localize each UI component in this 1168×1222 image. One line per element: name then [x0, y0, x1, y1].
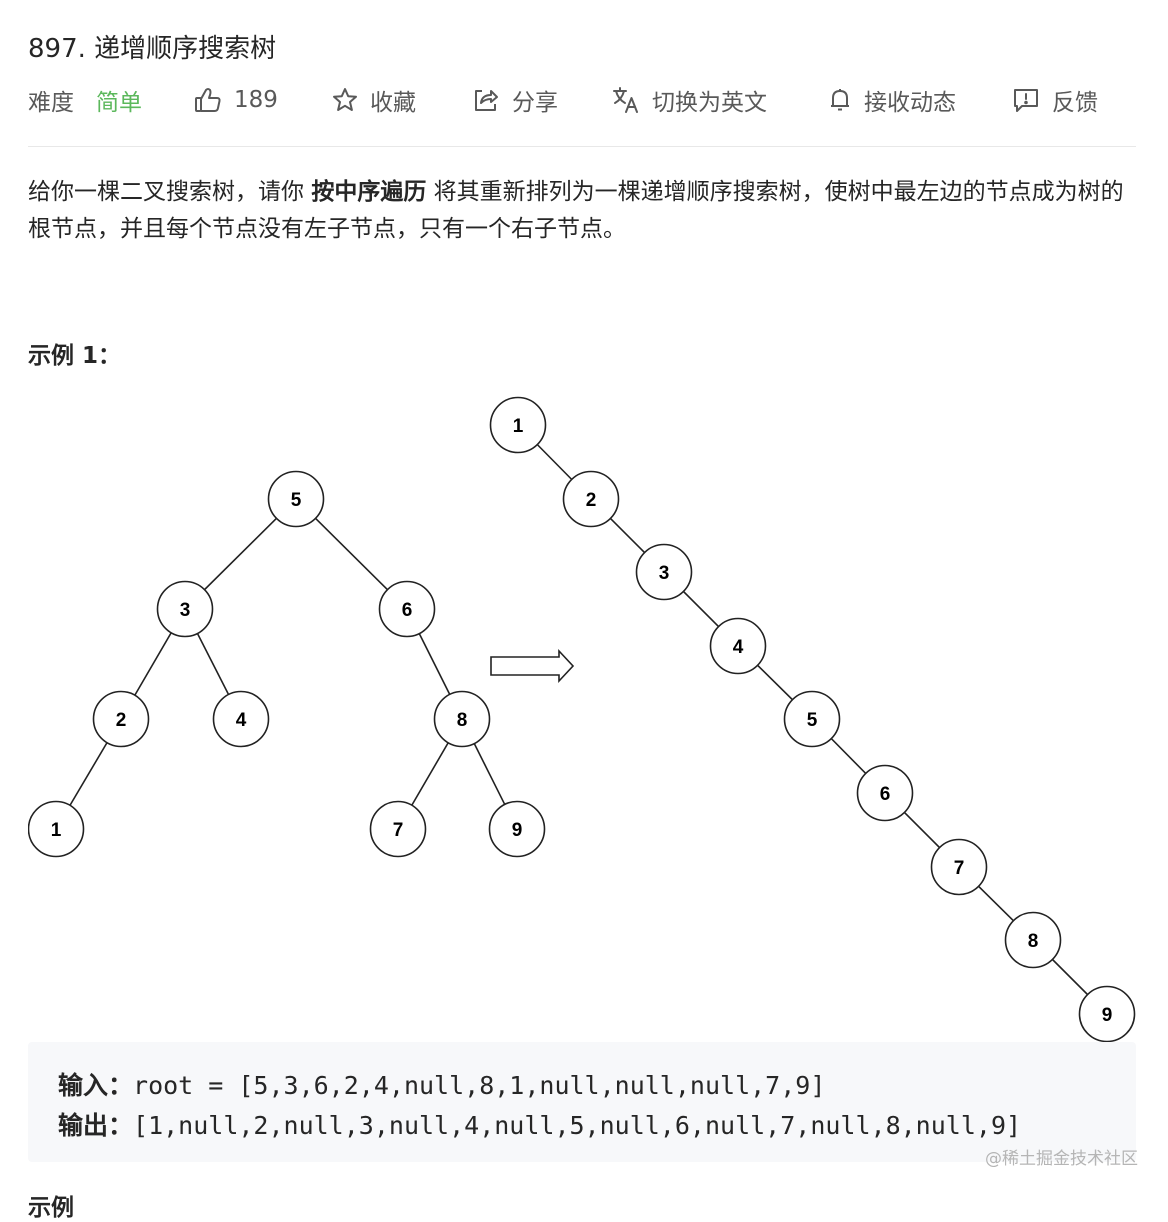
tree-node: 1: [489, 396, 547, 454]
svg-text:6: 6: [402, 600, 413, 621]
bell-icon: [828, 87, 852, 113]
difficulty: 难度 简单: [28, 84, 142, 116]
problem-title: 897. 递增顺序搜索树: [28, 34, 277, 64]
switch-language-button[interactable]: 切换为英文: [612, 84, 767, 116]
svg-text:7: 7: [393, 820, 404, 841]
feedback-icon: [1012, 87, 1040, 113]
output-label: 输出：: [58, 1111, 134, 1140]
like-button[interactable]: 189: [194, 84, 278, 116]
tree-node: 2: [562, 470, 620, 528]
example-title: 示例 1：: [28, 343, 122, 369]
svg-text:9: 9: [1102, 1005, 1113, 1026]
problem-description: 给你一棵二叉搜索树，请你 按中序遍历 将其重新排列为一棵递增顺序搜索树，使树中最…: [28, 174, 1138, 248]
input-label: 输入：: [58, 1071, 134, 1100]
svg-text:2: 2: [586, 490, 597, 511]
tree-node: 4: [212, 690, 270, 748]
subscribe-label: 接收动态: [864, 90, 956, 116]
switch-language-label: 切换为英文: [652, 90, 767, 116]
tree-before-edges: [55, 498, 518, 830]
svg-text:8: 8: [1028, 931, 1039, 952]
tree-node: 7: [930, 838, 988, 896]
svg-text:8: 8: [457, 710, 468, 731]
watermark: @稀土掘金技术社区: [985, 1149, 1138, 1169]
difficulty-label: 难度: [28, 90, 74, 116]
description-bold: 按中序遍历: [311, 179, 427, 205]
svg-text:7: 7: [954, 858, 965, 879]
example-diagram: 5 3 6 2 4 8 1 7 9 1 2 3 4 5 6 7 8 9: [28, 396, 1136, 1043]
tree-node: 1: [28, 800, 85, 858]
output-value: [1,null,2,null,3,null,4,null,5,null,6,nu…: [133, 1111, 1022, 1140]
share-icon: [472, 87, 500, 113]
svg-text:9: 9: [512, 820, 523, 841]
tree-node: 6: [856, 764, 914, 822]
description-text-part1: 给你一棵二叉搜索树，请你: [28, 179, 312, 205]
share-label: 分享: [512, 90, 558, 116]
example-input: 输入：root = [5,3,6,2,4,null,8,1,null,null,…: [58, 1066, 825, 1102]
svg-text:3: 3: [659, 563, 670, 584]
svg-text:1: 1: [513, 416, 524, 437]
tree-node: 9: [1078, 985, 1136, 1043]
tree-node: 5: [783, 690, 841, 748]
feedback-button[interactable]: 反馈: [1012, 84, 1098, 116]
example-io-block: 输入：root = [5,3,6,2,4,null,8,1,null,null,…: [28, 1042, 1136, 1162]
subscribe-button[interactable]: 接收动态: [828, 84, 956, 116]
svg-text:6: 6: [880, 784, 891, 805]
tree-node: 6: [378, 580, 436, 638]
transform-arrow-icon: [490, 648, 575, 684]
svg-text:5: 5: [291, 490, 302, 511]
svg-text:5: 5: [807, 710, 818, 731]
translate-icon: [612, 86, 640, 114]
tree-node: 3: [635, 543, 693, 601]
tree-before: 5 3 6 2 4 8 1 7 9: [28, 470, 546, 858]
tree-node: 7: [369, 800, 427, 858]
difficulty-value: 简单: [96, 90, 142, 116]
svg-text:3: 3: [180, 600, 191, 621]
tree-node: 3: [156, 580, 214, 638]
tree-node: 5: [267, 470, 325, 528]
favorite-label: 收藏: [370, 90, 416, 116]
tree-node: 8: [1004, 911, 1062, 969]
divider: [28, 146, 1136, 147]
problem-meta-bar: 难度 简单 189 收藏: [28, 84, 1136, 116]
svg-text:2: 2: [116, 710, 127, 731]
example-output: 输出：[1,null,2,null,3,null,4,null,5,null,6…: [58, 1106, 1021, 1142]
thumbs-up-icon: [194, 87, 222, 113]
description-text-part2: 将其重新排列为一棵递增顺序搜索树，使树中最左边的节点成为树的根节点，并且每个节点…: [28, 179, 1124, 242]
tree-after: 1 2 3 4 5 6 7 8 9: [489, 396, 1136, 1043]
share-button[interactable]: 分享: [472, 84, 558, 116]
input-value: root = [5,3,6,2,4,null,8,1,null,null,nul…: [133, 1071, 826, 1100]
tree-node: 4: [709, 617, 767, 675]
feedback-label: 反馈: [1052, 90, 1098, 116]
next-example-title: 示例: [28, 1195, 74, 1221]
tree-node: 8: [433, 690, 491, 748]
svg-text:4: 4: [733, 637, 744, 658]
tree-node: 2: [92, 690, 150, 748]
star-icon: [332, 87, 358, 113]
favorite-button[interactable]: 收藏: [332, 84, 416, 116]
svg-text:4: 4: [236, 710, 247, 731]
tree-node: 9: [488, 800, 546, 858]
like-count: 189: [234, 87, 278, 113]
svg-text:1: 1: [51, 820, 62, 841]
